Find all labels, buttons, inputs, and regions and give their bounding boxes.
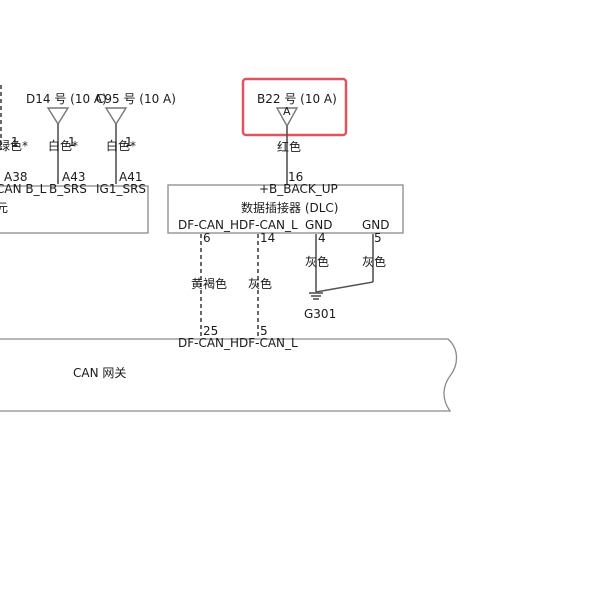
left-wire-2-pin: 1 xyxy=(68,135,76,149)
gateway-pin-signal-can-l: DF-CAN_L xyxy=(239,336,298,350)
left-module-box xyxy=(0,185,149,234)
fuse-b22-terminal: A xyxy=(283,105,291,118)
dlc-power-signal: +B_BACK_UP xyxy=(259,182,338,196)
fuse-b22-highlight xyxy=(241,77,348,137)
ground-symbol xyxy=(309,292,323,300)
left-wire-1-color: 绿色* xyxy=(0,138,28,153)
can-h-wire-color: 黄褐色 xyxy=(191,276,227,291)
fuse-d14-symbol xyxy=(46,107,70,126)
left-wire-3-pin: 1 xyxy=(125,135,133,149)
dlc-pin-number-14: 14 xyxy=(260,231,275,245)
left-signal-can-b-l: CAN B_L xyxy=(0,182,47,196)
fuse-c95-label: C95 号 (10 A) xyxy=(96,92,176,106)
left-signal-b-srs: B_SRS xyxy=(49,182,87,196)
fuse-c95-symbol xyxy=(104,107,128,126)
dlc-pin-number-6: 6 xyxy=(203,231,211,245)
can-gateway-title: CAN 网关 xyxy=(73,366,126,380)
gnd-join-wire xyxy=(315,281,374,293)
fuse-b22-label: B22 号 (10 A) xyxy=(257,92,337,106)
dlc-power-wire-color: 红色 xyxy=(277,139,301,154)
gnd-5-wire-color: 灰色 xyxy=(362,255,386,269)
dlc-pin-number-4: 4 xyxy=(318,231,326,245)
left-module-label: 元 xyxy=(0,201,8,215)
gateway-pin-number-5: 5 xyxy=(260,324,268,338)
gateway-pin-number-25: 25 xyxy=(203,324,218,338)
gateway-pin-signal-can-h: DF-CAN_H xyxy=(178,336,239,350)
dlc-title: 数据插接器 (DLC) xyxy=(241,200,338,215)
left-conn-a41: A41 xyxy=(119,170,142,184)
dlc-pin-signal-can-l: DF-CAN_L xyxy=(239,218,298,232)
left-signal-ig1-srs: IG1_SRS xyxy=(96,182,146,196)
dlc-pin-signal-can-h: DF-CAN_H xyxy=(178,218,239,232)
dlc-pin-number-5: 5 xyxy=(374,231,382,245)
left-conn-a38: A38 xyxy=(4,170,27,184)
left-wire-1-pin: 1 xyxy=(11,135,19,149)
dlc-pin-signal-gnd-5: GND xyxy=(362,218,390,232)
left-conn-a43: A43 xyxy=(62,170,85,184)
dlc-box xyxy=(167,184,404,234)
can-l-wire-color: 灰色 xyxy=(248,277,272,291)
left-wire-3-color: 白色* xyxy=(106,138,136,153)
ground-label: G301 xyxy=(304,307,336,321)
dlc-pin-signal-gnd-4: GND xyxy=(305,218,333,232)
fuse-b22: B22 号 (10 A) A xyxy=(241,77,348,184)
dlc-power-pin: 16 xyxy=(288,170,303,184)
can-gateway-box xyxy=(0,338,458,412)
fuse-b22-symbol xyxy=(275,107,299,128)
left-wire-2-color: 白色* xyxy=(48,138,78,153)
gnd-4-wire-color: 灰色 xyxy=(305,255,329,269)
fuse-d14-label: D14 号 (10 A) xyxy=(26,92,107,106)
fuse-d14: D14 号 (10 A) xyxy=(26,92,107,184)
fuse-c95: C95 号 (10 A) xyxy=(96,92,176,184)
